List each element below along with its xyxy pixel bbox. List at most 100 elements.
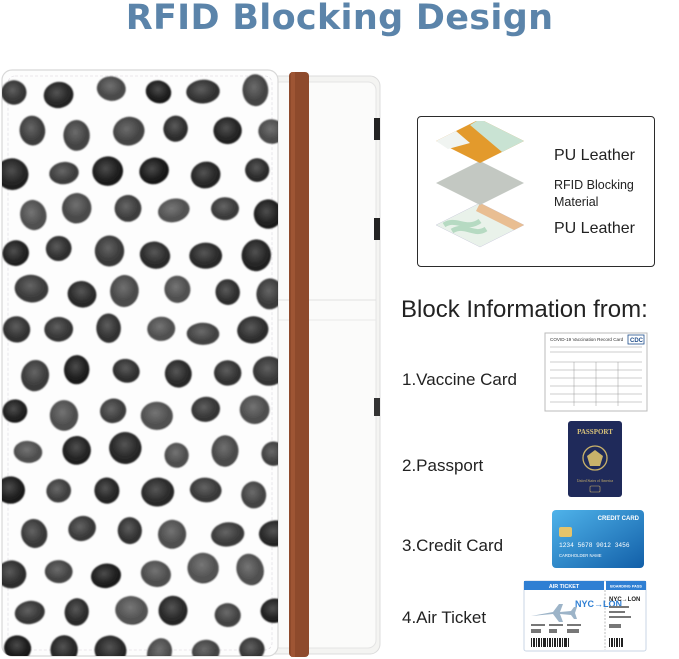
passport-wallet-image <box>1 69 381 657</box>
airplane-icon <box>531 604 577 622</box>
air-ticket-title: AIR TICKET <box>549 584 580 590</box>
ink-blot <box>141 477 175 507</box>
ink-blot <box>46 479 72 503</box>
layer-middle-label-1: RFID Blocking <box>554 178 634 192</box>
ink-blot <box>21 519 48 548</box>
ink-blot <box>14 600 45 625</box>
ink-blot <box>45 235 72 262</box>
ink-blot <box>64 598 89 626</box>
ink-blot <box>2 240 29 266</box>
ink-blot <box>62 436 91 465</box>
ink-blot <box>163 115 188 142</box>
ink-blot <box>2 560 27 589</box>
ink-blot <box>4 635 32 656</box>
ink-blot <box>261 441 278 466</box>
item-label-credit-card: 3.Credit Card <box>402 536 504 555</box>
ink-blot <box>213 117 242 145</box>
ink-blot <box>14 274 49 303</box>
vaccine-card-title: COVID-19 Vaccination Record Card <box>550 337 624 342</box>
air-ticket-route: NYC→LON <box>575 599 622 609</box>
ink-blot <box>211 435 239 467</box>
ink-blot <box>145 80 172 104</box>
ink-blot <box>109 431 142 465</box>
ink-blot <box>2 316 31 343</box>
ink-blot <box>211 197 239 221</box>
ink-blot <box>94 235 125 267</box>
ink-blot <box>252 356 278 386</box>
ink-blot <box>113 116 145 146</box>
ink-blot <box>236 553 264 586</box>
ink-blot <box>2 476 25 504</box>
ink-blot <box>110 275 139 307</box>
ink-blot <box>20 199 47 231</box>
ink-blot <box>13 440 43 463</box>
ink-blot <box>186 79 220 104</box>
credit-card-holder: CARDHOLDER NAME <box>559 553 602 558</box>
ink-blot <box>214 360 242 386</box>
ink-blot <box>211 522 245 547</box>
ink-blot <box>63 120 90 151</box>
ink-blot <box>245 158 270 182</box>
ink-blot <box>44 316 74 342</box>
ink-blot <box>258 520 278 547</box>
ink-blot <box>139 157 169 185</box>
layer-middle-label-2: Material <box>554 195 599 209</box>
ink-blot <box>239 637 265 656</box>
ink-blot <box>2 399 28 423</box>
item-label-passport: 2.Passport <box>402 456 484 475</box>
ink-blot <box>99 398 127 424</box>
ink-blot <box>191 639 220 656</box>
ink-blot <box>139 241 171 269</box>
ink-blot <box>50 635 78 656</box>
ink-blot <box>191 396 221 422</box>
ink-blot <box>49 400 79 431</box>
cdc-logo: CDC <box>630 338 644 344</box>
ink-blot <box>140 401 173 430</box>
ink-blot <box>117 517 142 545</box>
ink-blot <box>2 80 27 105</box>
ink-blot <box>186 322 220 345</box>
ink-blot <box>164 442 189 468</box>
credit-card-thumbnail: CREDIT CARD 1234 5678 9012 3456 CARDHOLD… <box>552 510 644 568</box>
item-label-vaccine: 1.Vaccine Card <box>402 370 517 389</box>
passport-title: PASSPORT <box>577 428 613 436</box>
passport-country: United States of America <box>577 479 614 483</box>
ink-blot <box>237 316 269 344</box>
ink-blot <box>49 161 79 185</box>
ink-blot <box>258 119 278 144</box>
ink-blot <box>140 560 171 587</box>
ink-blot <box>215 279 240 305</box>
ink-blot <box>2 158 29 190</box>
ink-blot <box>157 198 190 223</box>
ink-blot <box>242 74 269 107</box>
ink-blot <box>96 76 126 101</box>
ink-blot <box>164 275 191 303</box>
ink-blot <box>67 281 97 308</box>
ink-blot <box>241 239 272 272</box>
ink-blot <box>187 552 219 584</box>
passport-thumbnail: PASSPORT United States of America <box>568 421 622 497</box>
ink-blot <box>61 193 92 224</box>
ink-blot <box>241 481 267 509</box>
ink-blot <box>189 477 222 503</box>
layer-stack-illustration <box>435 121 525 248</box>
ink-blot <box>19 115 46 146</box>
ink-blot <box>164 359 192 388</box>
ink-blot <box>112 358 140 383</box>
ink-blot <box>21 359 50 392</box>
ink-blot <box>253 199 278 229</box>
ink-blot <box>214 603 241 628</box>
credit-card-title: CREDIT CARD <box>598 516 640 522</box>
page-title: RFID Blocking Design <box>125 0 554 38</box>
credit-card-number: 1234 5678 9012 3456 <box>559 542 630 549</box>
layer-bottom-label: PU Leather <box>554 220 635 237</box>
boarding-pass-route: NYC→LON <box>609 597 640 603</box>
ink-blot <box>157 519 187 549</box>
block-heading: Block Information from: <box>401 296 648 323</box>
ink-blot <box>147 316 176 341</box>
ink-blot <box>94 477 120 504</box>
vaccine-card-thumbnail: COVID-19 Vaccination Record Card CDC <box>544 332 648 412</box>
item-label-air-ticket: 4.Air Ticket <box>402 608 487 627</box>
ink-blot <box>115 596 148 625</box>
rfid-layers-panel: PU Leather RFID Blocking Material PU Lea… <box>417 116 655 267</box>
